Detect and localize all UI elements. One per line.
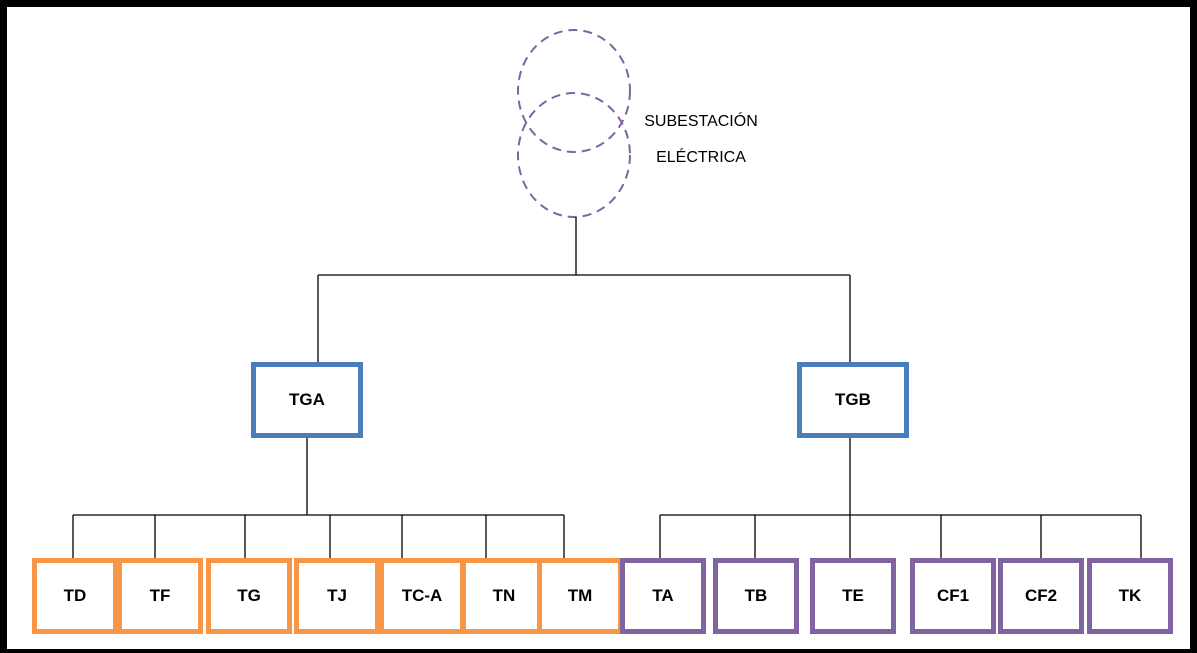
panel-te-label: TE [842, 586, 864, 605]
panel-cf2: CF2 [998, 558, 1084, 634]
panel-tn-label: TN [492, 586, 516, 605]
panel-tg: TG [206, 558, 292, 634]
transformer-lower-coil [517, 92, 631, 218]
panel-tj-label: TJ [327, 586, 347, 605]
panel-ta-label: TA [652, 586, 674, 605]
panel-tk: TK [1087, 558, 1173, 634]
panel-tga-label: TGA [289, 390, 325, 409]
panel-cf2-label: CF2 [1024, 586, 1058, 605]
panel-td: TD [32, 558, 118, 634]
panel-tm-label: TM [567, 586, 593, 605]
panel-tc-a-label: TC-A [401, 586, 443, 605]
panel-tgb: TGB [797, 362, 909, 438]
panel-tg-label: TG [237, 586, 261, 605]
panel-te: TE [810, 558, 896, 634]
panel-cf1: CF1 [910, 558, 996, 634]
substation-label-line2: ELÉCTRICA [656, 149, 746, 166]
panel-tf-label: TF [149, 586, 171, 605]
substation-label: SUBESTACIÓN ELÉCTRICA [640, 104, 762, 176]
panel-cf1-label: CF1 [936, 586, 970, 605]
panel-tn: TN [461, 558, 547, 634]
panel-ta: TA [620, 558, 706, 634]
panel-tb-label: TB [744, 586, 768, 605]
panel-tk-label: TK [1118, 586, 1142, 605]
panel-tb: TB [713, 558, 799, 634]
substation-label-line1: SUBESTACIÓN [644, 113, 758, 130]
panel-td-label: TD [63, 586, 87, 605]
transformer-upper-coil [517, 29, 631, 153]
panel-tga: TGA [251, 362, 363, 438]
panel-tc-a: TC-A [379, 558, 465, 634]
panel-tj: TJ [294, 558, 380, 634]
panel-tm: TM [537, 558, 623, 634]
panel-tf: TF [117, 558, 203, 634]
panel-tgb-label: TGB [835, 390, 871, 409]
